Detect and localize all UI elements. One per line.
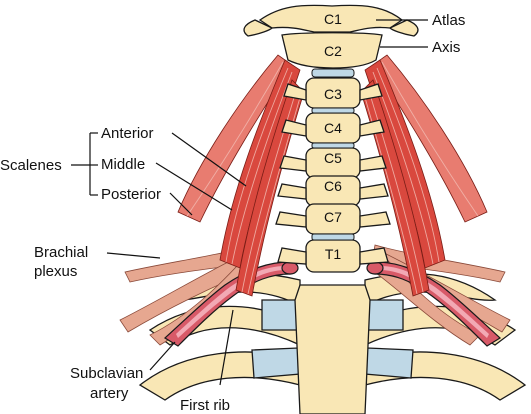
vertebra-label-c6: C6: [324, 178, 342, 194]
label-axis: Axis: [432, 39, 460, 56]
label-middle: Middle: [101, 156, 145, 173]
vertebra-c2: [281, 32, 383, 69]
label-atlas: Atlas: [432, 12, 465, 29]
label-brachial: Brachial: [34, 244, 88, 261]
label-plexus: plexus: [34, 263, 77, 280]
costal-cartilage-right-1: [364, 299, 404, 331]
costal-cartilage-left-2: [251, 347, 301, 379]
leader-lines: [71, 19, 428, 386]
scalene-muscles-right: [360, 54, 488, 297]
costal-cartilage-left-1: [261, 299, 301, 331]
costal-cartilage-right-2: [364, 347, 414, 379]
label-anterior: Anterior: [101, 125, 154, 142]
vertebra-label-c2: C2: [324, 43, 342, 59]
intervertebral-discs: [311, 68, 355, 241]
vertebra-label-c4: C4: [324, 120, 342, 136]
label-first-rib: First rib: [180, 397, 230, 414]
annotation-labels: Atlas Axis Scalenes Anterior Middle Post…: [0, 12, 465, 414]
label-subclavian: Subclavian: [70, 365, 143, 382]
vertebra-label-t1: T1: [325, 246, 342, 262]
label-artery: artery: [90, 385, 129, 402]
label-posterior: Posterior: [101, 186, 161, 203]
vertebra-label-c7: C7: [324, 209, 342, 225]
sternum: [294, 284, 371, 414]
vertebra-label-c5: C5: [324, 150, 342, 166]
vertebral-column: [243, 4, 419, 273]
vertebra-c1: [258, 4, 404, 33]
scalene-muscles-left: [177, 54, 305, 297]
vertebra-labels: C1 C2 C3 C4 C5 C6 C7 T1: [324, 11, 342, 262]
vertebra-label-c1: C1: [324, 11, 342, 27]
label-scalenes: Scalenes: [0, 157, 62, 174]
vertebra-label-c3: C3: [324, 86, 342, 102]
